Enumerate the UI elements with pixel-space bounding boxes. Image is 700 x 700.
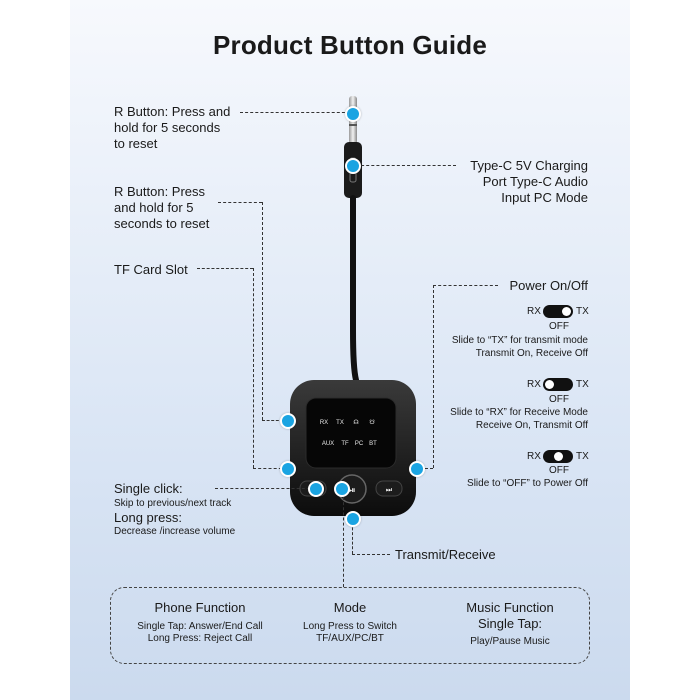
switch-off-description: Slide to “OFF” to Power Off [467, 478, 588, 489]
next-button [375, 480, 403, 497]
leader-r-mid-h2 [262, 420, 288, 421]
mode-column: Mode Long Press to Switch TF/AUX/PC/BT [272, 600, 428, 645]
label-r-button-top: R Button: Press and hold for 5 seconds t… [114, 104, 231, 151]
leader-power-h [433, 285, 498, 286]
leader-tf-h [197, 268, 253, 269]
label-single-click: Single click: [114, 481, 183, 496]
display-headphone-a: ☊ [353, 419, 358, 426]
label-long-press-desc: Decrease /increase volume [114, 526, 236, 537]
leader-r-mid-v [262, 202, 263, 420]
leader-r-top [240, 112, 350, 113]
music-function-column: Music Function Single Tap: Play/Pause Mu… [434, 600, 586, 648]
label-single-click-desc: Skip to previous/next track [114, 498, 232, 509]
leader-power-v [433, 285, 434, 468]
mode-heading: Mode [333, 600, 367, 615]
display-tf: TF [341, 441, 349, 447]
display-tx: TX [336, 420, 344, 426]
switch-tx-graphic [543, 305, 573, 318]
switch-rx-tx-label: TX [576, 379, 589, 390]
switch-tx-tx-label: TX [576, 306, 589, 317]
phone-function-text: Single Tap: Answer/End Call Long Press: … [137, 621, 263, 644]
label-transmit-receive: Transmit/Receive [395, 547, 496, 562]
leader-transmit-h [352, 554, 390, 555]
display-rx: RX [320, 420, 328, 426]
leader-transmit-v [352, 518, 353, 554]
device-screen [305, 397, 397, 469]
switch-rx-description: Slide to “RX” for Receive Mode Receive O… [450, 407, 588, 431]
leader-single-click [215, 488, 315, 489]
switch-off-rx-label: RX [527, 451, 541, 462]
switch-off-tx-label: TX [576, 451, 589, 462]
switch-rx-rx-label: RX [527, 379, 541, 390]
svg-text:⏯: ⏯ [348, 486, 355, 496]
indicator-dot-previous [308, 481, 324, 497]
indicator-dot-play [334, 481, 350, 497]
switch-tx-rx-label: RX [527, 306, 541, 317]
indicator-dot-type-c [345, 158, 361, 174]
switch-rx-graphic [543, 378, 573, 391]
indicator-dot-power [409, 461, 425, 477]
music-function-text: Play/Pause Music [470, 636, 550, 647]
phone-function-column: Phone Function Single Tap: Answer/End Ca… [120, 600, 280, 645]
svg-text:⏭: ⏭ [386, 486, 393, 494]
switch-off-off-label: OFF [549, 465, 569, 476]
leader-r-mid-h [218, 202, 262, 203]
switch-off-graphic [543, 450, 573, 463]
leader-tf-h2 [253, 468, 287, 469]
leader-mode-v [343, 497, 344, 587]
display-aux: AUX [322, 441, 334, 447]
indicator-dot-tf-slot [280, 461, 296, 477]
page-title: Product Button Guide [212, 30, 488, 60]
switch-tx-description: Slide to “TX” for transmit mode Transmit… [451, 335, 588, 359]
leader-tf-v [253, 268, 254, 468]
display-headphone-b: ☋ [369, 419, 374, 426]
label-r-button-mid: R Button: Press and hold for 5 seconds t… [114, 184, 210, 231]
function-summary-box [110, 587, 590, 664]
phone-function-heading: Phone Function [154, 600, 246, 615]
display-pc: PC [355, 441, 364, 447]
indicator-dot-transmit [345, 511, 361, 527]
cable [350, 195, 359, 383]
label-long-press: Long press: [114, 510, 182, 525]
leader-type-c [356, 165, 456, 166]
label-tf-card-slot: TF Card Slot [114, 262, 188, 277]
switch-tx-off-label: OFF [549, 321, 569, 332]
indicator-dot-r-button [280, 413, 296, 429]
display-bt: BT [369, 441, 377, 447]
mode-text: Long Press to Switch TF/AUX/PC/BT [303, 621, 397, 644]
indicator-dot-plug-tip [345, 106, 361, 122]
label-type-c-port: Type-C 5V Charging Port Type-C Audio Inp… [470, 158, 588, 205]
label-power-on-off: Power On/Off [509, 278, 588, 293]
music-function-heading: Music Function Single Tap: [466, 600, 554, 631]
switch-rx-off-label: OFF [549, 394, 569, 405]
